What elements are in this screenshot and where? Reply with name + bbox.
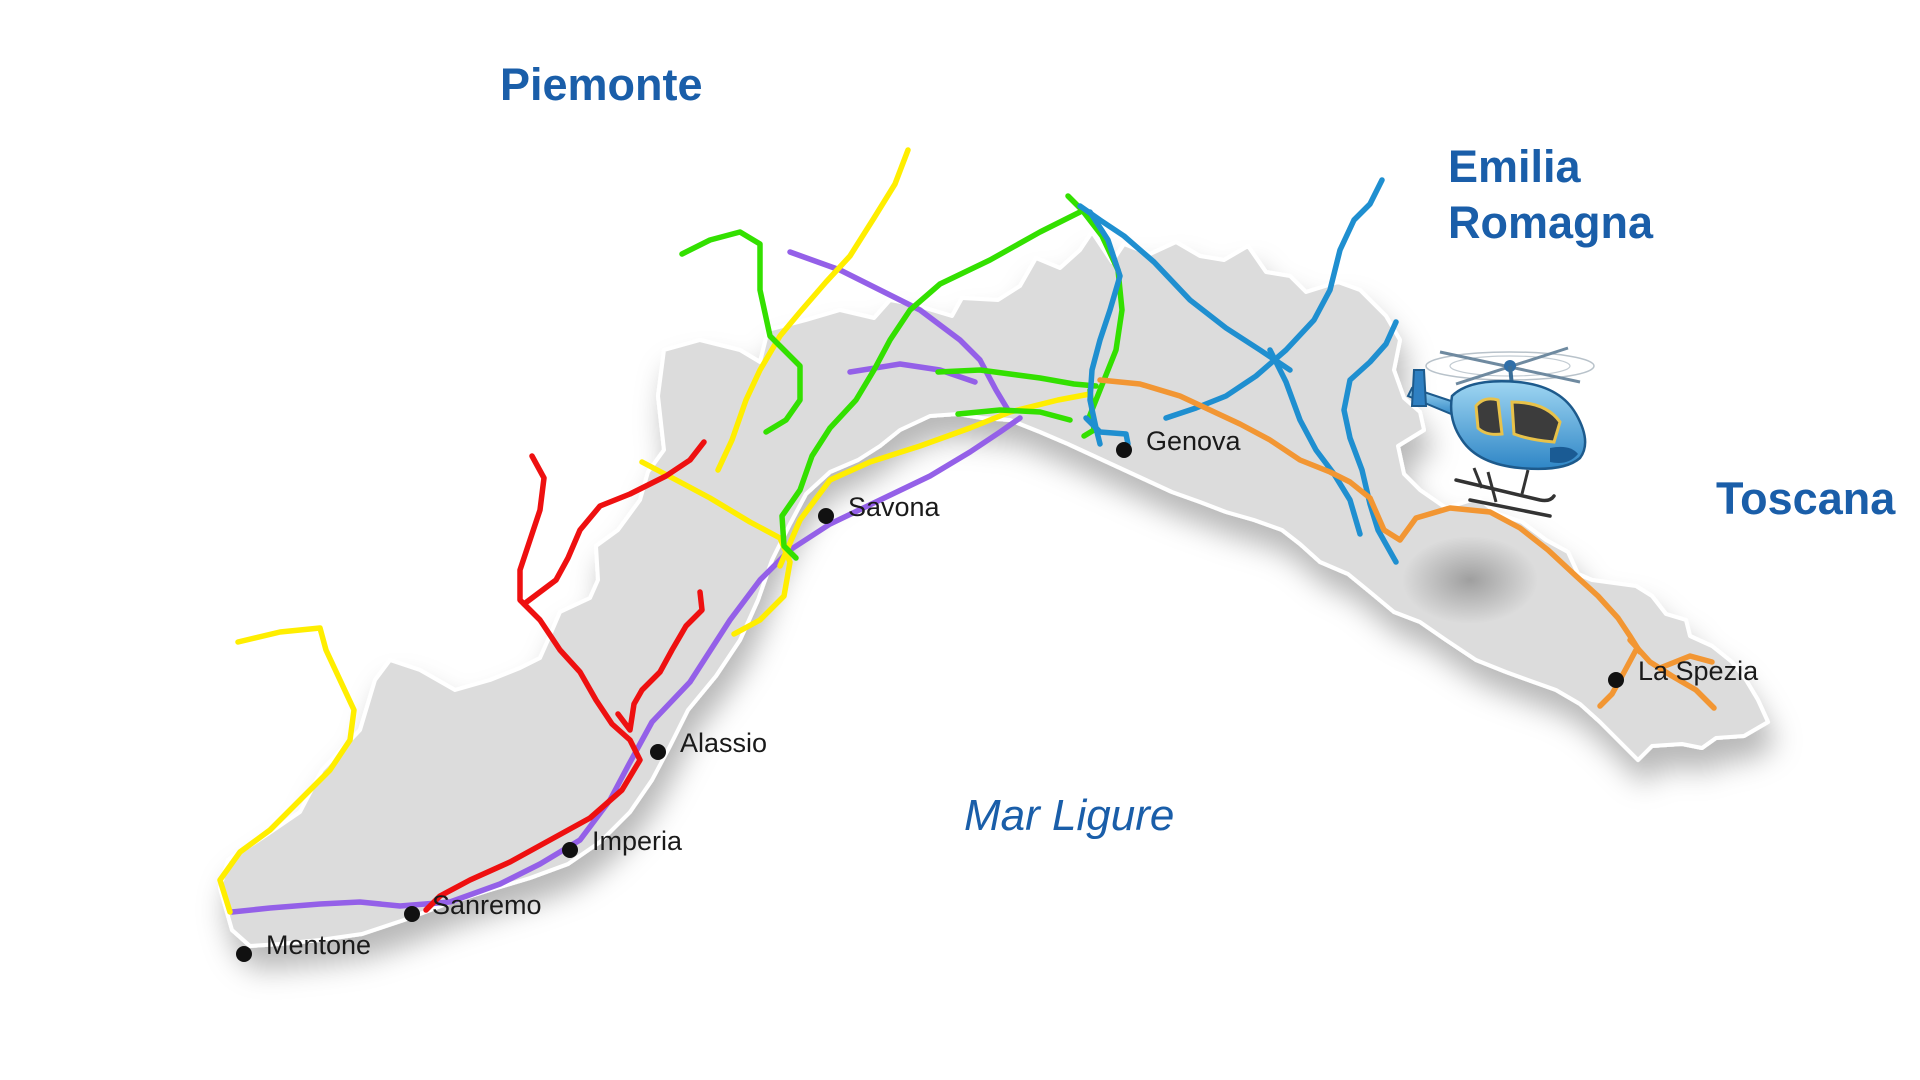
sea-label: Mar Ligure: [964, 791, 1174, 840]
route-blue-5: [1267, 347, 1363, 537]
city-label-savona: Savona: [848, 492, 941, 522]
city-label-genova: Genova: [1146, 426, 1242, 456]
city-label-imperia: Imperia: [592, 826, 683, 856]
region-label-emilia: Emilia: [1448, 141, 1582, 192]
region-label-piemonte: Piemonte: [500, 59, 703, 110]
routes: [217, 147, 1717, 915]
city-label-mentone: Mentone: [266, 930, 371, 960]
route-green-5: [955, 407, 1073, 423]
route-purple-coast: [229, 415, 1023, 915]
city-label-alassio: Alassio: [680, 728, 767, 758]
route-blue-4: [1341, 319, 1399, 565]
route-orange-branch-1: [1627, 637, 1717, 711]
route-blue-2: [1087, 209, 1123, 447]
route-purple-north: [787, 249, 1011, 413]
route-yellow-north: [715, 147, 911, 473]
city-dot-imperia: [562, 842, 578, 858]
route-red-1: [423, 453, 643, 913]
route-green-3: [779, 209, 1083, 561]
city-markers: [236, 442, 1624, 962]
city-labels: Mentone Sanremo Imperia Alassio Savona G…: [266, 426, 1759, 960]
region-label-toscana: Toscana: [1716, 473, 1896, 524]
city-dot-genova: [1116, 442, 1132, 458]
route-red-2: [521, 439, 707, 607]
route-yellow-mid: [639, 459, 793, 637]
route-orange-main: [1097, 377, 1643, 655]
route-green-1: [679, 229, 803, 435]
city-dot-la-spezia: [1608, 672, 1624, 688]
liguria-land: [218, 230, 1770, 948]
route-yellow-west: [217, 625, 357, 915]
route-orange-branch-3: [1657, 653, 1715, 671]
helicopter-shadow: [1402, 536, 1538, 624]
route-yellow-east: [777, 391, 1093, 569]
route-red-3: [615, 589, 705, 733]
city-dot-mentone: [236, 946, 252, 962]
city-dot-sanremo: [404, 906, 420, 922]
route-blue-1: [1077, 203, 1293, 373]
route-green-4: [935, 367, 1099, 389]
helicopter-icon: [1406, 346, 1595, 518]
route-blue-6: [1083, 415, 1131, 447]
route-blue-3: [1163, 177, 1385, 421]
region-labels: Piemonte Emilia Romagna Toscana: [500, 59, 1896, 524]
city-dot-savona: [818, 508, 834, 524]
city-label-sanremo: Sanremo: [432, 890, 542, 920]
region-label-romagna: Romagna: [1448, 197, 1654, 248]
city-label-la-spezia: La Spezia: [1638, 656, 1759, 686]
city-dot-alassio: [650, 744, 666, 760]
route-green-2: [1065, 193, 1125, 423]
